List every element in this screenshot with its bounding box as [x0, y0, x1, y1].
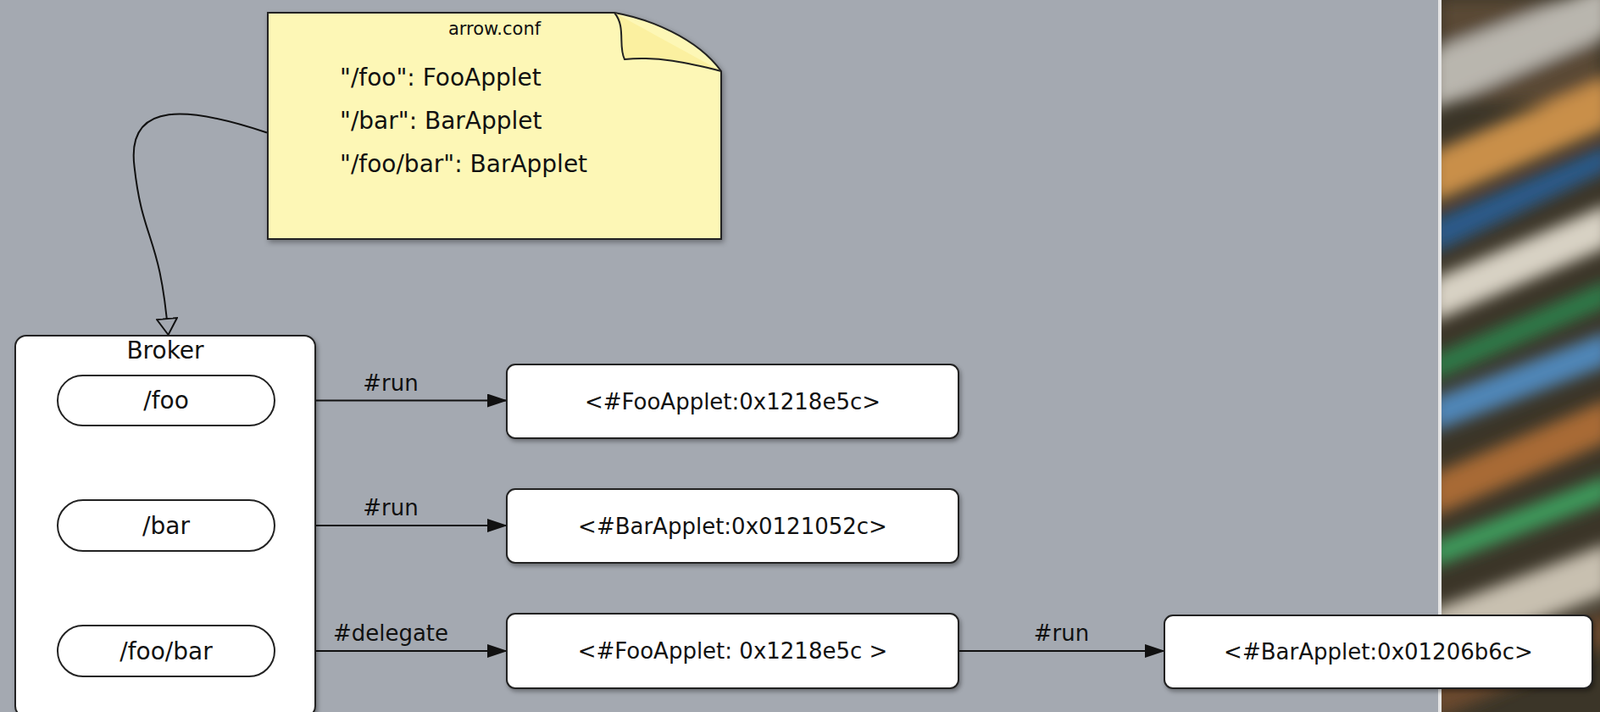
node-text: <#BarApplet:0x0121052c> — [577, 513, 888, 539]
node-text: "/bar": BarApplet — [266, 99, 723, 143]
config-note: arrow.conf "/foo": FooApplet"/bar": BarAp… — [266, 11, 723, 240]
photo-border — [1438, 0, 1442, 712]
applet-box: <#FooApplet:0x1218e5c> — [505, 363, 960, 439]
note-outline — [267, 12, 722, 239]
route-pill: /foo — [56, 374, 276, 427]
node-text: <#FooApplet: 0x1218e5c > — [577, 638, 889, 664]
connector-arrow — [959, 650, 1164, 652]
edge-label: #delegate — [333, 620, 449, 646]
node-text: <#BarApplet:0x01206b6c> — [1223, 638, 1534, 665]
applet-box: <#BarApplet:0x01206b6c> — [1163, 614, 1594, 689]
blurred-photo — [1440, 0, 1600, 712]
route-pill: /bar — [56, 499, 276, 552]
node-text: /bar — [142, 511, 190, 540]
file-name: arrow.conf — [266, 11, 723, 39]
edge-label: #run — [362, 370, 418, 396]
node-text: /foo/bar — [119, 637, 212, 666]
node-text: "/foo": FooApplet — [266, 55, 723, 100]
route-pill: /foo/bar — [56, 624, 276, 678]
note-fold — [614, 12, 722, 72]
node-text: <#FooApplet:0x1218e5c> — [584, 388, 881, 415]
node-text: Broker — [16, 336, 315, 364]
connector-arrow — [133, 114, 267, 335]
applet-box: <#BarApplet:0x0121052c> — [505, 488, 960, 564]
edge-label: #run — [362, 494, 418, 521]
applet-box: <#FooApplet: 0x1218e5c > — [505, 612, 960, 689]
broker-box: Broker/foo/bar/foo/bar — [14, 334, 317, 712]
edge-label: #run — [1033, 620, 1089, 646]
node-text: /foo — [143, 386, 189, 415]
node-text: "/foo/bar": BarApplet — [266, 142, 723, 186]
